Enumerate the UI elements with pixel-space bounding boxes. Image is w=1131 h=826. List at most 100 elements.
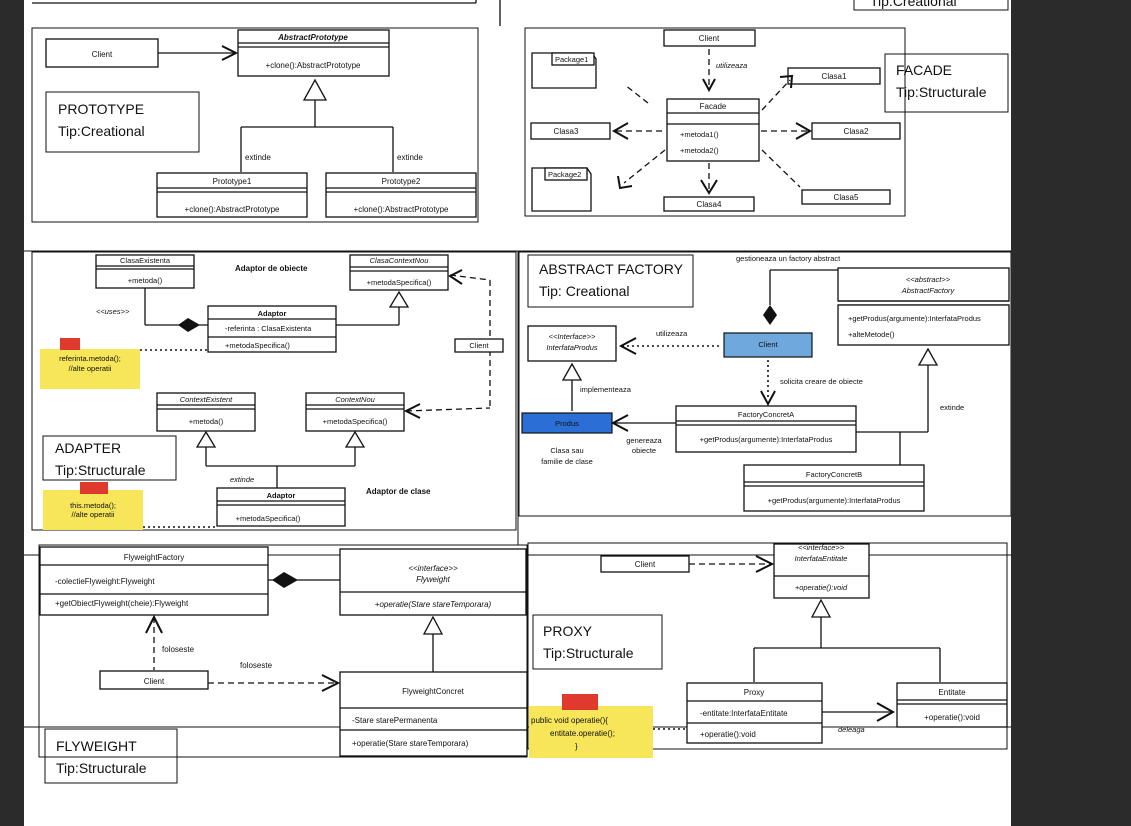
facade-pattern: Client utilizeaza Package1 Facade +metod… bbox=[524, 27, 1009, 217]
context-existent-name: ContextExistent bbox=[180, 395, 233, 404]
proxy-tip: Tip:Structurale bbox=[543, 645, 634, 661]
design-patterns-diagram-sheet: .box{fill:#fff;stroke:#111;stroke-width:… bbox=[24, 0, 1011, 784]
abstract-prototype-name: AbstractPrototype bbox=[277, 33, 348, 42]
abstract-factory-pattern: ABSTRACT FACTORY Tip: Creational gestion… bbox=[518, 251, 1011, 517]
adaptor-attr: -referinta : ClasaExistenta bbox=[225, 324, 312, 333]
note2-line2: //alte operatii bbox=[72, 510, 115, 519]
context-existent-method: +metoda() bbox=[189, 417, 224, 426]
factory-b-name: FactoryConcretB bbox=[806, 470, 862, 479]
factory-concret-b bbox=[743, 464, 925, 512]
context-nou-method: +metodaSpecifica() bbox=[323, 417, 388, 426]
top-partial-row: Tip:Creational bbox=[32, 0, 1009, 26]
factory-b-method: +getProdus(argumente):InterfataProdus bbox=[768, 496, 901, 505]
proxy-class bbox=[686, 682, 823, 744]
prototype2-name: Prototype2 bbox=[382, 177, 421, 186]
entitate-method: +operatie():void bbox=[924, 713, 980, 722]
uses-label: <<uses>> bbox=[96, 307, 130, 316]
adapter-title-box bbox=[42, 435, 177, 481]
facade-class bbox=[666, 98, 760, 162]
abstract-factory-name: AbstractFactory bbox=[901, 286, 956, 295]
proxy-note-line2: entitate.operatie(); bbox=[550, 729, 615, 738]
factory-concret-a bbox=[675, 405, 857, 453]
adapter-pattern: ClasaExistenta +metoda() Adaptor de obie… bbox=[31, 251, 517, 531]
prototype-generalization-arrow bbox=[302, 78, 328, 101]
adapter-note1 bbox=[40, 349, 140, 389]
facade-client-label: Client bbox=[699, 34, 720, 43]
proxy-note-line1: public void operatie(){ bbox=[531, 716, 608, 725]
prototype1-method: +clone():AbstractPrototype bbox=[185, 205, 280, 214]
package2-label: Package2 bbox=[548, 170, 581, 179]
document-page: .box{fill:#fff;stroke:#111;stroke-width:… bbox=[24, 0, 1011, 826]
proto-extinde-left: extinde bbox=[245, 153, 271, 162]
abstract-prototype-method: +clone():AbstractPrototype bbox=[266, 61, 361, 70]
adaptor-clase-label: Adaptor de clase bbox=[366, 487, 431, 496]
proxy-class-attr: -entitate:InterfataEntitate bbox=[700, 709, 788, 718]
prototype1-class bbox=[156, 172, 308, 218]
adaptor-name: Adaptor bbox=[258, 309, 287, 318]
flyweight-title-box bbox=[44, 728, 178, 784]
adapter-title: ADAPTER bbox=[55, 440, 121, 456]
genereaza-line2: obiecte bbox=[632, 446, 656, 455]
clasa-existenta-method: +metoda() bbox=[128, 276, 163, 285]
proto-extinde-right: extinde bbox=[397, 153, 423, 162]
adaptor-class bbox=[207, 305, 337, 353]
flyweight-interface-stereo: <<interface>> bbox=[408, 564, 458, 573]
clasa4-label: Clasa4 bbox=[697, 200, 722, 209]
adapter-extinde: extinde bbox=[230, 475, 254, 484]
abstract-factory-class bbox=[837, 267, 1010, 302]
adaptor-method: +metodaSpecifica() bbox=[225, 341, 290, 350]
proxy-pattern: Client <<interface>> InterfataEntitate +… bbox=[527, 542, 1008, 758]
package1-label: Package1 bbox=[555, 55, 588, 64]
abstract-factory-stereo: <<abstract>> bbox=[906, 275, 951, 284]
proxy-title: PROXY bbox=[543, 623, 593, 639]
clasa5-label: Clasa5 bbox=[834, 193, 859, 202]
af-client-label: Client bbox=[758, 340, 778, 349]
clasa-context-nou-method: +metodaSpecifica() bbox=[367, 278, 432, 287]
interface-produs-name: InterfataProdus bbox=[546, 343, 598, 352]
prototype2-class bbox=[325, 172, 477, 218]
foloseste-1: foloseste bbox=[162, 645, 195, 654]
af-client-box bbox=[723, 332, 813, 358]
context-nou-name: ContextNou bbox=[335, 395, 375, 404]
flyweight-interface bbox=[339, 548, 527, 616]
abstract-factory-tip: Tip: Creational bbox=[539, 283, 630, 299]
adapter-tip: Tip:Structurale bbox=[55, 462, 146, 478]
interfata-entitate-method: +operatie():void bbox=[795, 583, 848, 592]
flyweight-concret-attr: -Stare starePermanenta bbox=[352, 716, 438, 725]
proxy-title-box bbox=[532, 614, 663, 670]
adapter-note2 bbox=[43, 490, 143, 530]
clasa-context-nou-name: ClasaContextNou bbox=[370, 256, 430, 265]
prototype-title-box bbox=[45, 91, 200, 153]
proxy-client-label: Client bbox=[635, 560, 656, 569]
clasa-sau-line2: familie de clase bbox=[541, 457, 593, 466]
genereaza-line1: genereaza bbox=[626, 436, 662, 445]
clasa3-label: Clasa3 bbox=[554, 127, 579, 136]
prototype1-name: Prototype1 bbox=[213, 177, 252, 186]
prototype2-method: +clone():AbstractPrototype bbox=[354, 205, 449, 214]
interfata-entitate-name: InterfataEntitate bbox=[795, 554, 848, 563]
facade-m1: +metoda1() bbox=[680, 130, 719, 139]
facade-name: Facade bbox=[700, 102, 727, 111]
facade-title: FACADE bbox=[896, 62, 952, 78]
adaptor-obiecte-label: Adaptor de obiecte bbox=[235, 264, 308, 273]
abstract-factory-title: ABSTRACT FACTORY bbox=[539, 261, 684, 277]
adapter-client-label: Client bbox=[469, 341, 489, 350]
top-partial-label: Tip:Creational bbox=[870, 0, 957, 9]
proto-client-box bbox=[45, 38, 159, 68]
note1-line1: referinta.metoda(); bbox=[59, 354, 121, 363]
factory-a-method: +getProdus(argumente):InterfataProdus bbox=[700, 435, 833, 444]
interfata-entitate-stereo: <<interface>> bbox=[798, 543, 845, 552]
facade-tip: Tip:Structurale bbox=[896, 84, 987, 100]
af-utilizeaza: utilizeaza bbox=[656, 329, 688, 338]
facade-utilizeaza: utilizeaza bbox=[716, 61, 747, 70]
flyweight-client-label: Client bbox=[144, 677, 165, 686]
abstract-factory-m1: +getProdus(argumente):InterfataProdus bbox=[848, 314, 981, 323]
clasa-sau-line1: Clasa sau bbox=[550, 446, 583, 455]
entitate-name: Entitate bbox=[938, 688, 966, 697]
flyweight-interface-name: Flyweight bbox=[416, 575, 451, 584]
implementeaza-label: implementeaza bbox=[580, 385, 632, 394]
facade-m2: +metoda2() bbox=[680, 146, 719, 155]
solicita-label: solicita creare de obiecte bbox=[780, 377, 863, 386]
prototype-tip: Tip:Creational bbox=[58, 123, 145, 139]
adaptor2-name: Adaptor bbox=[267, 491, 296, 500]
